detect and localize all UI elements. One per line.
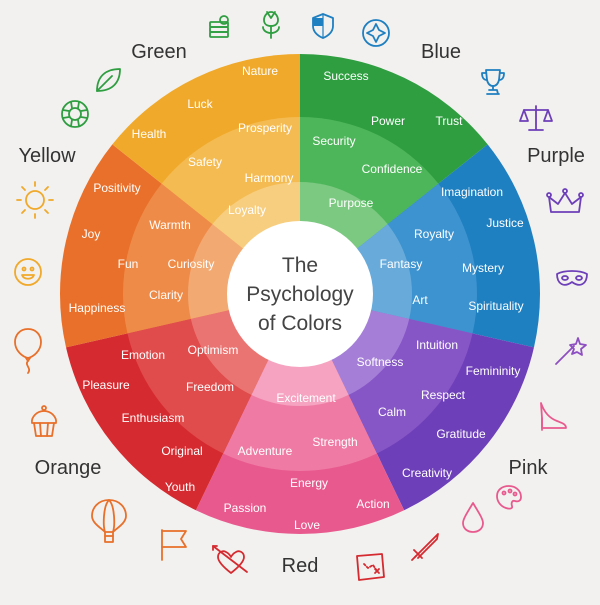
segment-word: Security [312,134,355,148]
segment-word: Creativity [402,466,452,480]
flower-icon [262,11,280,39]
segment-word: Happiness [69,301,126,315]
segment-word: Intuition [416,338,458,352]
segment-word: Youth [165,480,195,494]
drop-icon [462,502,484,533]
segment-word: Energy [290,476,328,490]
segment-word: Safety [188,155,222,169]
segment-word: Softness [357,355,404,369]
segment-word: Pleasure [82,378,130,392]
segment-word: Curiosity [168,257,215,271]
segment-word: Mystery [462,261,504,275]
sun-icon [16,181,54,219]
segment-word: Joy [82,227,101,241]
segment-word: Strength [312,435,357,449]
segment-word: Excitement [276,391,336,405]
scales-icon [519,105,553,131]
segment-word: Prosperity [238,121,292,135]
segment-word: Nature [242,64,278,78]
category-label-yellow: Yellow [18,145,76,167]
balloon-icon [14,328,42,374]
segment-word: Positivity [93,181,140,195]
palette-icon [496,485,522,510]
segment-word: Gratitude [436,427,486,441]
segment-word: Calm [378,405,406,419]
money-stack-icon [209,15,229,38]
segment-word: Power [371,114,405,128]
segment-word: Royalty [414,227,454,241]
heart-arrow-icon [212,545,248,574]
segment-word: Confidence [362,162,423,176]
segment-word: Optimism [188,343,239,357]
category-label-red: Red [282,555,319,577]
segment-word: Clarity [149,288,183,302]
category-label-green: Green [131,41,187,63]
segment-word: Original [161,444,202,458]
segment-word: Loyalty [228,203,266,217]
category-label-orange: Orange [35,457,102,479]
segment-word: Passion [224,501,267,515]
mask-icon [556,270,588,286]
shield-icon [312,13,334,39]
segment-word: Emotion [121,348,165,362]
segment-word: Fantasy [380,257,423,271]
segment-word: Harmony [245,171,294,185]
segment-word: Adventure [238,444,293,458]
category-label-pink: Pink [509,457,549,479]
hot-air-balloon-icon [91,499,127,543]
segment-word: Purpose [329,196,374,210]
segment-word: Health [132,127,167,141]
crown-icon [546,188,584,213]
life-ring-icon [61,100,89,128]
segment-word: Success [323,69,368,83]
category-label-purple: Purple [527,145,585,167]
center-title-line-2: Psychology [246,283,354,306]
segment-word: Freedom [186,380,234,394]
segment-word: Justice [486,216,524,230]
category-label-blue: Blue [421,41,461,63]
cupcake-icon [31,405,57,437]
segment-word: Femininity [466,364,521,378]
center-title-line-3: of Colors [258,312,342,335]
center-circle [227,221,373,367]
segment-word: Warmth [149,218,191,232]
segment-word: Fun [118,257,139,271]
segment-word: Respect [421,388,466,402]
segment-word: Trust [436,114,464,128]
segment-word: Action [356,497,389,511]
high-heel-icon [540,402,567,431]
trophy-icon [481,69,505,95]
center-title-line-1: The [282,254,318,277]
segment-word: Enthusiasm [122,411,185,425]
segment-word: Imagination [441,185,503,199]
segment-word: Art [412,293,428,307]
smiley-icon [14,258,42,286]
segment-word: Spirituality [468,299,523,313]
compass-icon [362,19,390,47]
treasure-map-icon [356,553,385,581]
segment-word: Love [294,518,320,532]
flag-icon [161,529,187,561]
leaf-icon [96,68,121,92]
segment-word: Luck [187,97,213,111]
sword-icon [411,533,439,561]
magic-wand-icon [555,337,587,365]
